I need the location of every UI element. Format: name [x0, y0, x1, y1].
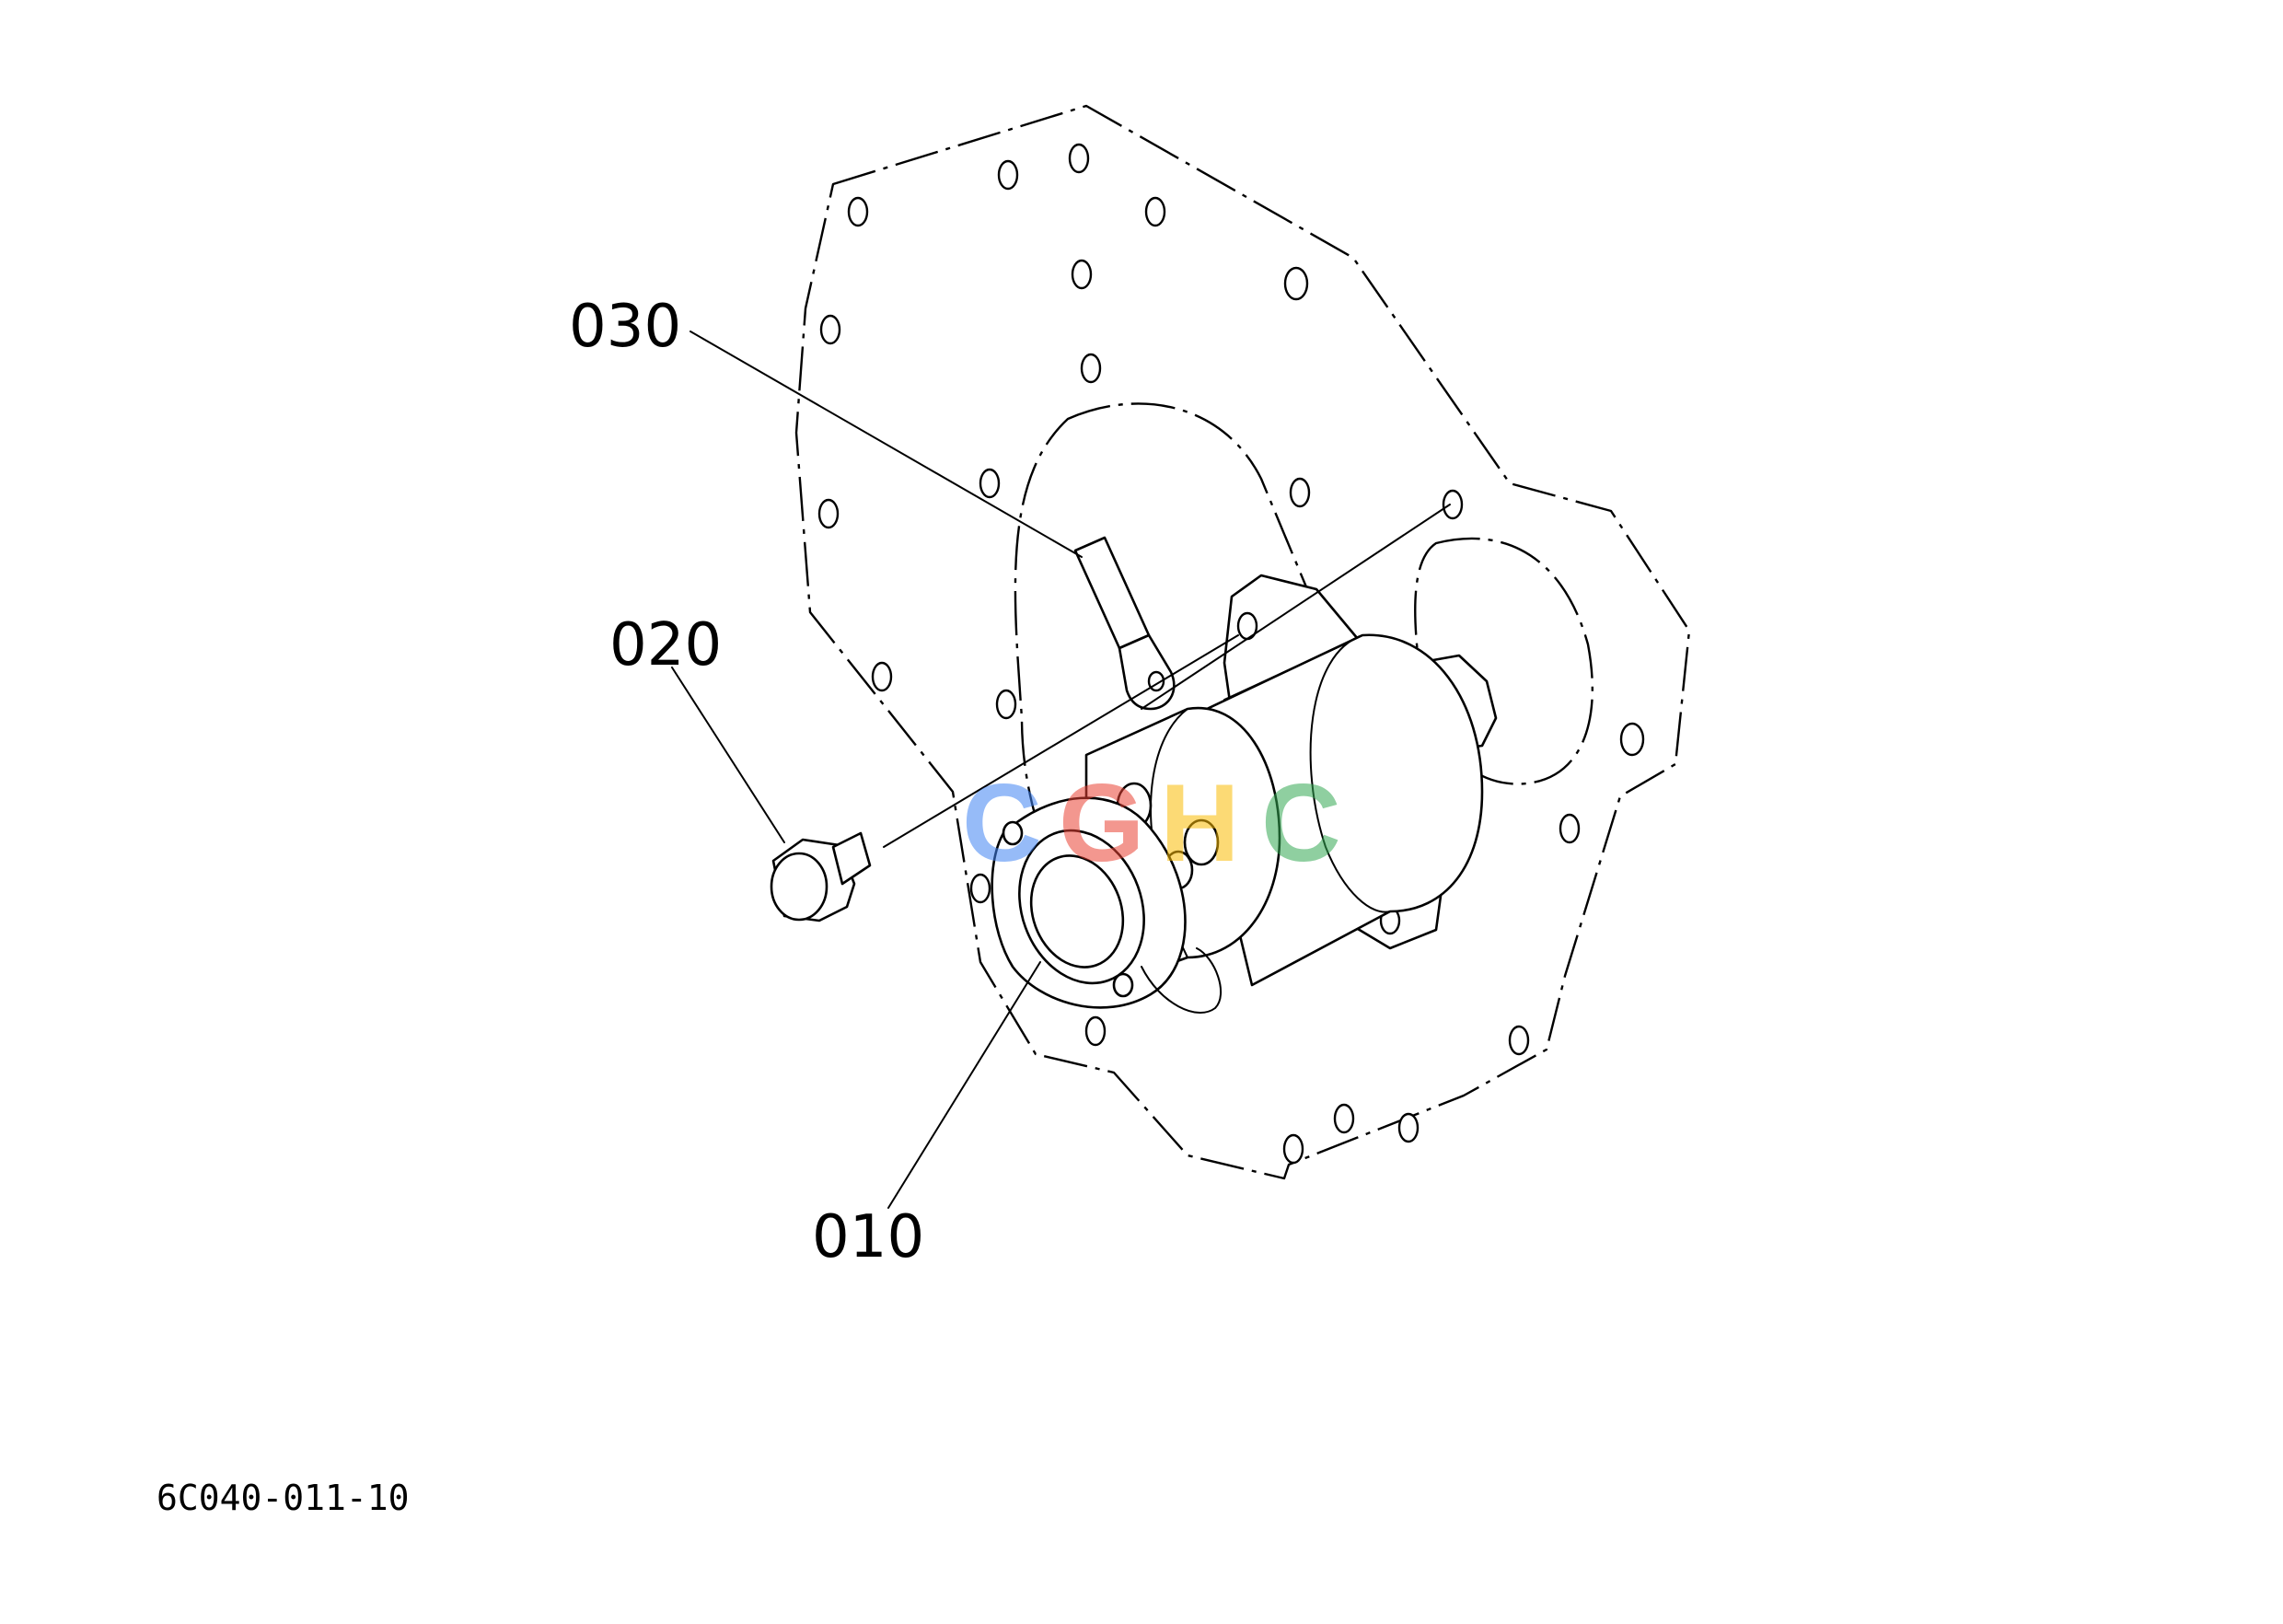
watermark-letter: G — [1059, 761, 1144, 885]
bolt-holes — [817, 143, 1645, 1165]
starter-motor-icon — [991, 574, 1498, 1014]
callout-030: 030 — [569, 293, 681, 361]
watermark-letter: H — [1160, 761, 1240, 885]
terminal-connector-icon — [1073, 536, 1176, 711]
callout-010: 010 — [812, 1203, 924, 1271]
watermark-letter: C — [1261, 761, 1341, 885]
drawing-code: 6C040-011-10 — [156, 1478, 410, 1518]
leader-lines — [671, 331, 1451, 1209]
watermark-logo: C G H C — [962, 761, 1341, 885]
bolt-icon — [770, 831, 872, 922]
watermark-letter: C — [962, 761, 1042, 885]
callout-020: 020 — [609, 611, 722, 679]
